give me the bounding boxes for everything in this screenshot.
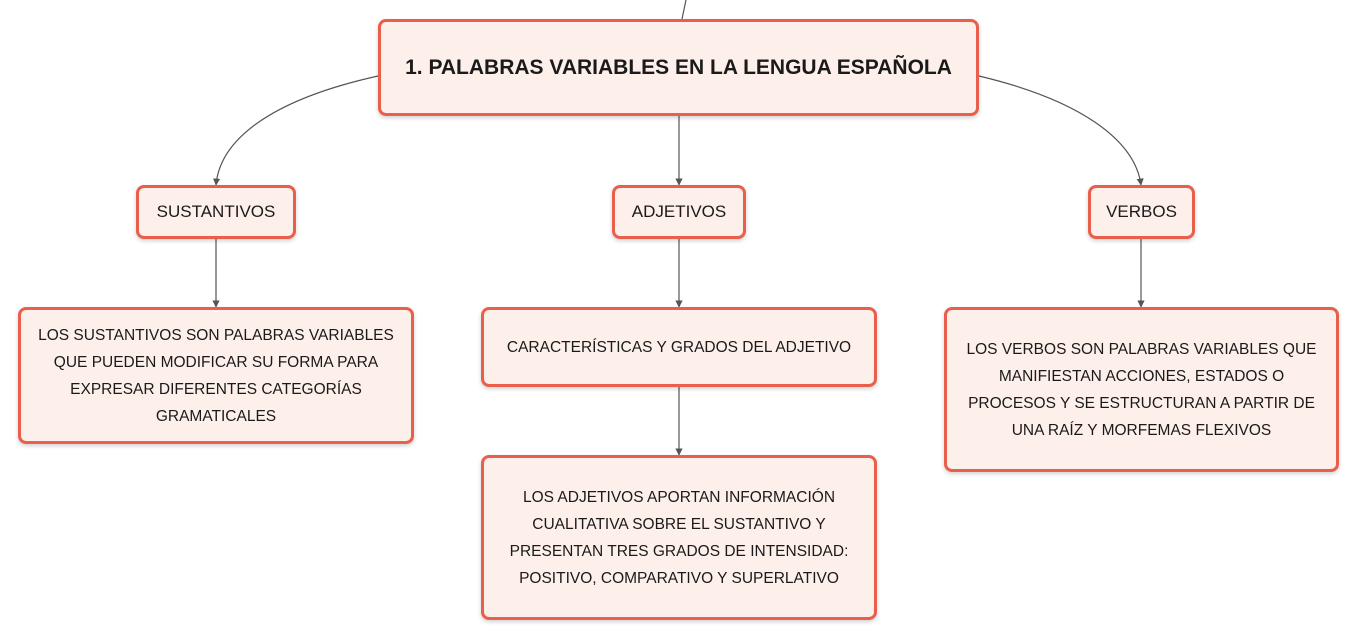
connector-root-to-sustantivos — [212, 75, 379, 186]
node-verbos-label: VERBOS — [1106, 202, 1177, 221]
root-node-label: 1. PALABRAS VARIABLES EN LA LENGUA ESPAÑ… — [405, 55, 952, 79]
node-verbos-description[interactable]: LOS VERBOS SON PALABRAS VARIABLES QUE MA… — [944, 307, 1339, 472]
node-sustantivos-label: SUSTANTIVOS — [156, 202, 276, 221]
node-sustantivos-description[interactable]: LOS SUSTANTIVOS SON PALABRAS VARIABLES Q… — [18, 307, 414, 444]
node-adjetivos[interactable]: ADJETIVOS — [612, 185, 746, 239]
node-adjetivos-caracteristicas-text: CARACTERÍSTICAS Y GRADOS DEL ADJETIVO — [506, 338, 852, 356]
node-adjetivos-label: ADJETIVOS — [631, 202, 727, 221]
node-verbos[interactable]: VERBOS — [1088, 185, 1195, 239]
node-adjetivos-description[interactable]: LOS ADJETIVOS APORTAN INFORMACIÓN CUALIT… — [481, 455, 877, 620]
connector-root-to-verbos — [978, 75, 1144, 186]
node-sustantivos[interactable]: SUSTANTIVOS — [136, 185, 296, 239]
root-node[interactable]: 1. PALABRAS VARIABLES EN LA LENGUA ESPAÑ… — [378, 19, 979, 116]
connector-parent-to-root — [681, 0, 687, 20]
node-verbos-description-text: LOS VERBOS SON PALABRAS VARIABLES QUE MA… — [966, 340, 1317, 439]
node-sustantivos-description-text: LOS SUSTANTIVOS SON PALABRAS VARIABLES Q… — [38, 326, 394, 425]
node-adjetivos-caracteristicas[interactable]: CARACTERÍSTICAS Y GRADOS DEL ADJETIVO — [481, 307, 877, 387]
node-adjetivos-description-text: LOS ADJETIVOS APORTAN INFORMACIÓN CUALIT… — [509, 488, 849, 587]
